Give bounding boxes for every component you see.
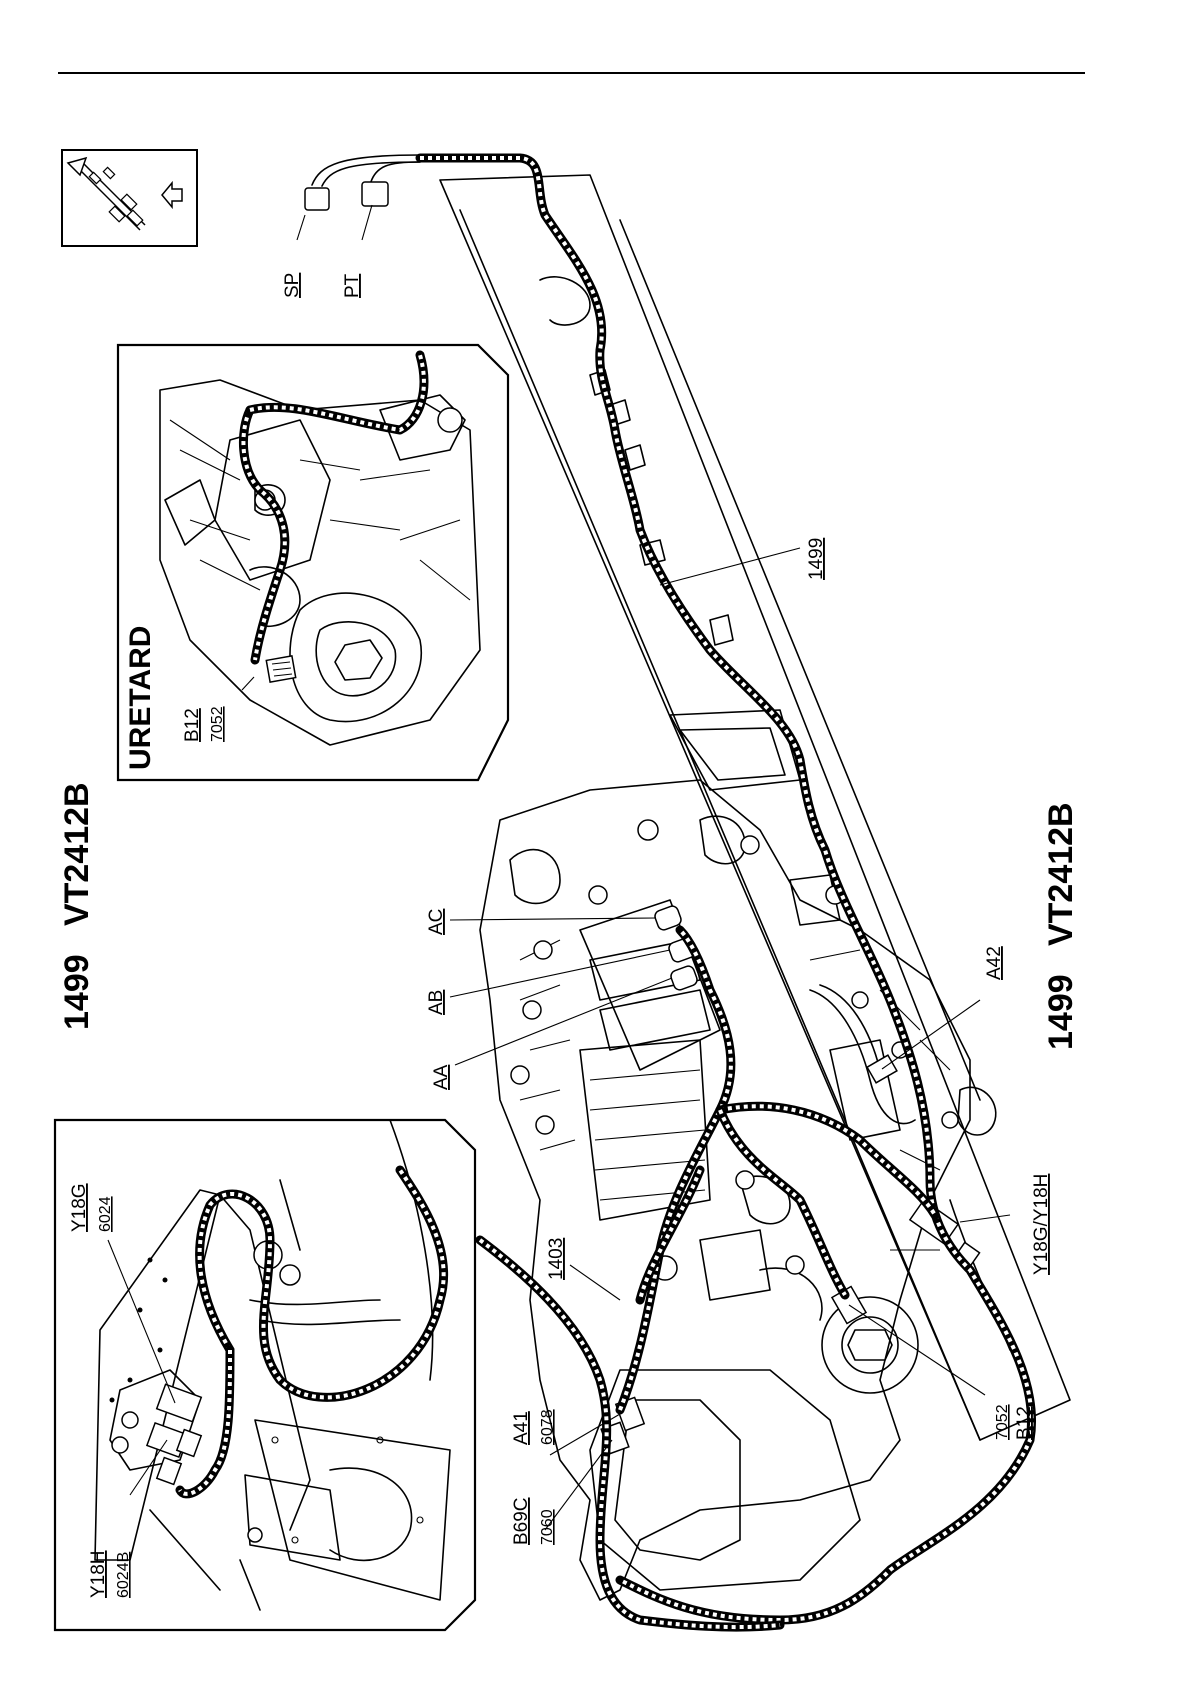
- valve-y18g-y18h-label: Y18G/Y18H: [1031, 1174, 1052, 1275]
- label-b12-inset: B12: [182, 708, 203, 742]
- connector-sp-label: SP: [282, 273, 303, 298]
- component-b12-label: B12: [1014, 1406, 1035, 1440]
- label-7052-inset: 7052: [209, 706, 226, 742]
- label-6024: 6024: [97, 1196, 114, 1232]
- uretard-inset: [118, 345, 508, 780]
- part-6024-label: 6024: [97, 1196, 114, 1232]
- part-6024b-label: 6024B: [115, 1552, 132, 1598]
- connector-aa-label: AA: [431, 1064, 452, 1090]
- label-7060: 7060: [539, 1509, 556, 1545]
- valve-y18g-label: Y18G: [69, 1183, 90, 1232]
- part-6078-label: 6078: [539, 1409, 556, 1445]
- diagram-title-right: 1499 VT2412B: [1042, 802, 1080, 1050]
- label-a42: A42: [984, 946, 1005, 980]
- label-sp: SP: [282, 273, 303, 298]
- connector-ab-label: AB: [426, 990, 447, 1015]
- label-1403: 1403: [546, 1238, 567, 1280]
- label-a41: A41: [511, 1411, 532, 1445]
- connector-pt-label: PT: [342, 273, 363, 298]
- label-pt: PT: [342, 273, 363, 298]
- inset-title-uretard: URETARD: [124, 626, 157, 770]
- sensor-b69c-label: B69C: [511, 1497, 532, 1545]
- label-aa: AA: [431, 1064, 452, 1090]
- label-ac: AC: [426, 909, 447, 935]
- part-7052-label: 7052: [994, 1404, 1011, 1440]
- component-b12-inset-label: B12: [182, 708, 203, 742]
- label-y18g-y18h: Y18G/Y18H: [1031, 1174, 1052, 1275]
- harness-1403-label: 1403: [546, 1238, 567, 1280]
- label-title-left: 1499 VT2412B: [58, 782, 96, 1030]
- part-7052-inset-label: 7052: [209, 706, 226, 742]
- part-7060-label: 7060: [539, 1509, 556, 1545]
- harness-1499: [420, 158, 1032, 1620]
- label-b69c: B69C: [511, 1497, 532, 1545]
- label-b12: B12: [1014, 1406, 1035, 1440]
- valve-y18h-label: Y18H: [88, 1550, 109, 1598]
- label-1499: 1499: [806, 538, 827, 580]
- label-y18g: Y18G: [69, 1183, 90, 1232]
- label-7052: 7052: [994, 1404, 1011, 1440]
- label-ab: AB: [426, 990, 447, 1015]
- harness-1499-label: 1499: [806, 538, 827, 580]
- connector-ac-label: AC: [426, 909, 447, 935]
- sensor-a41-label: A41: [511, 1411, 532, 1445]
- label-uretard: URETARD: [124, 626, 157, 770]
- label-6024b: 6024B: [115, 1552, 132, 1598]
- label-title-right: 1499 VT2412B: [1042, 802, 1080, 1050]
- sensor-a42-label: A42: [984, 946, 1005, 980]
- label-y18h: Y18H: [88, 1550, 109, 1598]
- diagram-title-left: 1499 VT2412B: [58, 782, 96, 1030]
- vehicle-orientation-icon: [62, 150, 197, 246]
- label-6078: 6078: [539, 1409, 556, 1445]
